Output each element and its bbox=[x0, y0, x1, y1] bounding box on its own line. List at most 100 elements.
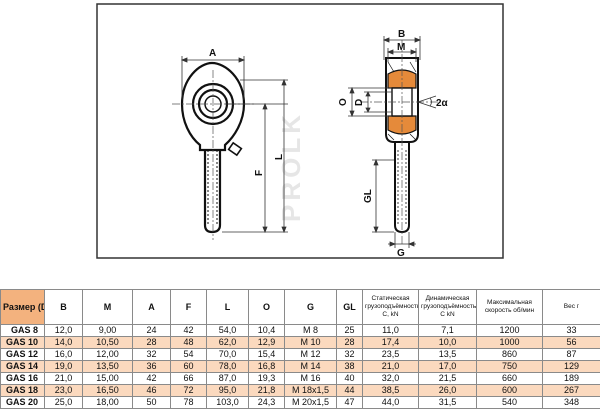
table-cell: 36 bbox=[132, 360, 171, 373]
dimension-b-m bbox=[382, 36, 422, 62]
size-cell: GAS 20 bbox=[0, 396, 45, 409]
table-cell: 95,0 bbox=[206, 384, 249, 397]
column-header: G bbox=[284, 289, 337, 325]
label-d: D bbox=[354, 99, 365, 106]
table-cell: 21,0 bbox=[362, 360, 419, 373]
table-cell: M 12 bbox=[284, 348, 337, 361]
table-cell: 348 bbox=[542, 396, 600, 409]
table-cell: 38 bbox=[336, 360, 363, 373]
table-cell: 25 bbox=[336, 324, 363, 337]
table-cell: 32,0 bbox=[362, 372, 419, 385]
size-cell: GAS 10 bbox=[0, 336, 45, 349]
table-cell: 44 bbox=[336, 384, 363, 397]
table-cell: 540 bbox=[476, 396, 543, 409]
table-cell: 12,00 bbox=[82, 348, 133, 361]
label-m: M bbox=[397, 42, 405, 53]
table-cell: 14,0 bbox=[44, 336, 83, 349]
table-cell: 1000 bbox=[476, 336, 543, 349]
table-cell: 31,5 bbox=[418, 396, 477, 409]
column-header: Статическая грузоподъёмность C, kN bbox=[362, 289, 419, 325]
size-cell: GAS 18 bbox=[0, 384, 45, 397]
table-cell: 9,00 bbox=[82, 324, 133, 337]
technical-drawing: PROLK A F L bbox=[96, 3, 504, 259]
size-cell: GAS 12 bbox=[0, 348, 45, 361]
column-header: Динамическая грузоподъёмность C kN bbox=[418, 289, 477, 325]
dimension-angle bbox=[417, 95, 437, 109]
table-cell: 16,50 bbox=[82, 384, 133, 397]
table-cell: 78,0 bbox=[206, 360, 249, 373]
table-cell: 12,9 bbox=[248, 336, 285, 349]
table-cell: 42 bbox=[170, 324, 207, 337]
size-cell: GAS 8 bbox=[0, 324, 45, 337]
table-cell: 19,3 bbox=[248, 372, 285, 385]
column-header: L bbox=[206, 289, 249, 325]
table-cell: 13,50 bbox=[82, 360, 133, 373]
table-cell: 16,8 bbox=[248, 360, 285, 373]
column-header: M bbox=[82, 289, 133, 325]
table-cell: 18,00 bbox=[82, 396, 133, 409]
label-f: F bbox=[254, 170, 265, 176]
column-header: Вес г bbox=[542, 289, 600, 325]
column-header: O bbox=[248, 289, 285, 325]
table-cell: 16,0 bbox=[44, 348, 83, 361]
table-cell: 44,0 bbox=[362, 396, 419, 409]
table-cell: M 16 bbox=[284, 372, 337, 385]
watermark-text: PROLK bbox=[276, 111, 306, 222]
dimension-f-l bbox=[222, 78, 288, 234]
table-cell: 66 bbox=[170, 372, 207, 385]
table-cell: 40 bbox=[336, 372, 363, 385]
table-cell: 17,4 bbox=[362, 336, 419, 349]
column-header: Максимальная скорость об/мин bbox=[476, 289, 543, 325]
label-a: A bbox=[209, 48, 216, 59]
table-cell: 33 bbox=[542, 324, 600, 337]
table-cell: 72 bbox=[170, 384, 207, 397]
threaded-shank bbox=[203, 150, 222, 234]
table-cell: 87,0 bbox=[206, 372, 249, 385]
table-cell: M 20x1,5 bbox=[284, 396, 337, 409]
table-cell: 600 bbox=[476, 384, 543, 397]
table-cell: 12,0 bbox=[44, 324, 83, 337]
size-cell: GAS 16 bbox=[0, 372, 45, 385]
table-cell: 13,5 bbox=[418, 348, 477, 361]
table-cell: 23,5 bbox=[362, 348, 419, 361]
table-cell: 32 bbox=[336, 348, 363, 361]
table-cell: 189 bbox=[542, 372, 600, 385]
table-cell: 25,0 bbox=[44, 396, 83, 409]
table-cell: 15,4 bbox=[248, 348, 285, 361]
table-cell: 54 bbox=[170, 348, 207, 361]
label-o: O bbox=[338, 98, 349, 106]
table-cell: M 8 bbox=[284, 324, 337, 337]
table-cell: 48 bbox=[170, 336, 207, 349]
label-angle: 2α bbox=[436, 98, 449, 109]
table-cell: 21,0 bbox=[44, 372, 83, 385]
table-cell: 17,0 bbox=[418, 360, 477, 373]
column-header: B bbox=[44, 289, 83, 325]
table-cell: 21,5 bbox=[418, 372, 477, 385]
table-cell: 70,0 bbox=[206, 348, 249, 361]
column-header: GL bbox=[336, 289, 363, 325]
table-cell: 46 bbox=[132, 384, 171, 397]
table-cell: 750 bbox=[476, 360, 543, 373]
table-cell: 78 bbox=[170, 396, 207, 409]
table-cell: 19,0 bbox=[44, 360, 83, 373]
table-cell: 26,0 bbox=[418, 384, 477, 397]
table-cell: 42 bbox=[132, 372, 171, 385]
table-cell: 50 bbox=[132, 396, 171, 409]
table-cell: 54,0 bbox=[206, 324, 249, 337]
table-cell: 38,5 bbox=[362, 384, 419, 397]
table-cell: 24 bbox=[132, 324, 171, 337]
table-cell: 60 bbox=[170, 360, 207, 373]
table-cell: 103,0 bbox=[206, 396, 249, 409]
table-cell: 28 bbox=[336, 336, 363, 349]
table-cell: 1200 bbox=[476, 324, 543, 337]
table-cell: M 10 bbox=[284, 336, 337, 349]
table-cell: 860 bbox=[476, 348, 543, 361]
label-b: B bbox=[398, 29, 405, 40]
dimension-gl bbox=[372, 158, 394, 234]
column-header: Размер (D) bbox=[0, 289, 45, 325]
